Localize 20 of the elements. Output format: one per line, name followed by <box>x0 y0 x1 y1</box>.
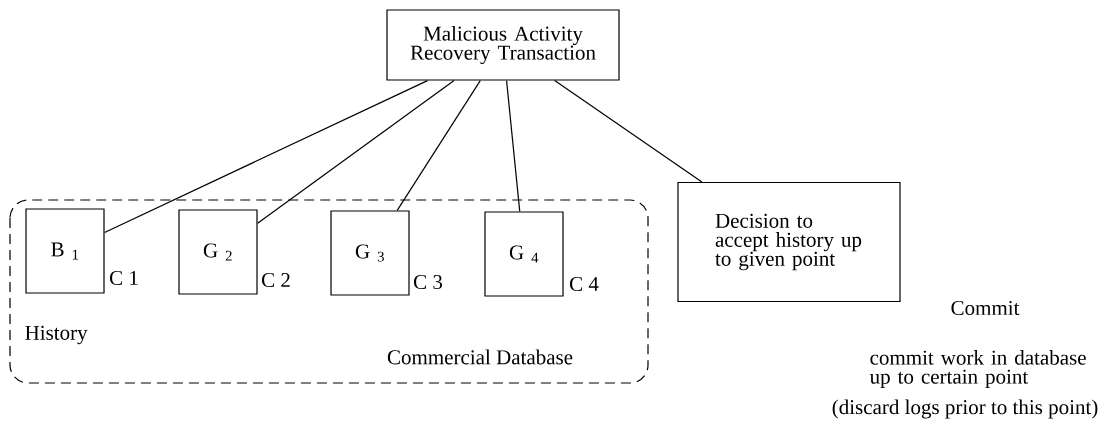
checkpoint-label: C 4 <box>570 276 599 292</box>
connector-line <box>505 80 521 212</box>
checkpoint-label: C 1 <box>110 270 138 286</box>
note-text: (discard logs prior to this point) <box>832 399 1098 419</box>
step-box: G $_{2}$ <box>178 209 258 295</box>
connector-line <box>257 80 455 224</box>
checkpoint-label: C 2 <box>262 272 290 288</box>
step-box: B $_{1}$ <box>25 208 105 294</box>
connector-line <box>396 80 481 211</box>
connector-line <box>554 80 703 183</box>
transaction-box: Malicious Activity Recovery Transaction <box>386 9 620 81</box>
region-label: History <box>25 325 88 345</box>
connector-line <box>104 80 429 234</box>
note-text: commit work in database up to certain point <box>869 350 1086 389</box>
decision-box: Decision to accept history up to given point <box>677 181 901 303</box>
note-text: Commit <box>951 300 1020 316</box>
checkpoint-label: C 3 <box>414 274 443 290</box>
region-label: Commercial Database <box>387 349 573 365</box>
step-box: G $_{4}$ <box>484 211 564 297</box>
step-box: G $_{3}$ <box>330 210 410 296</box>
